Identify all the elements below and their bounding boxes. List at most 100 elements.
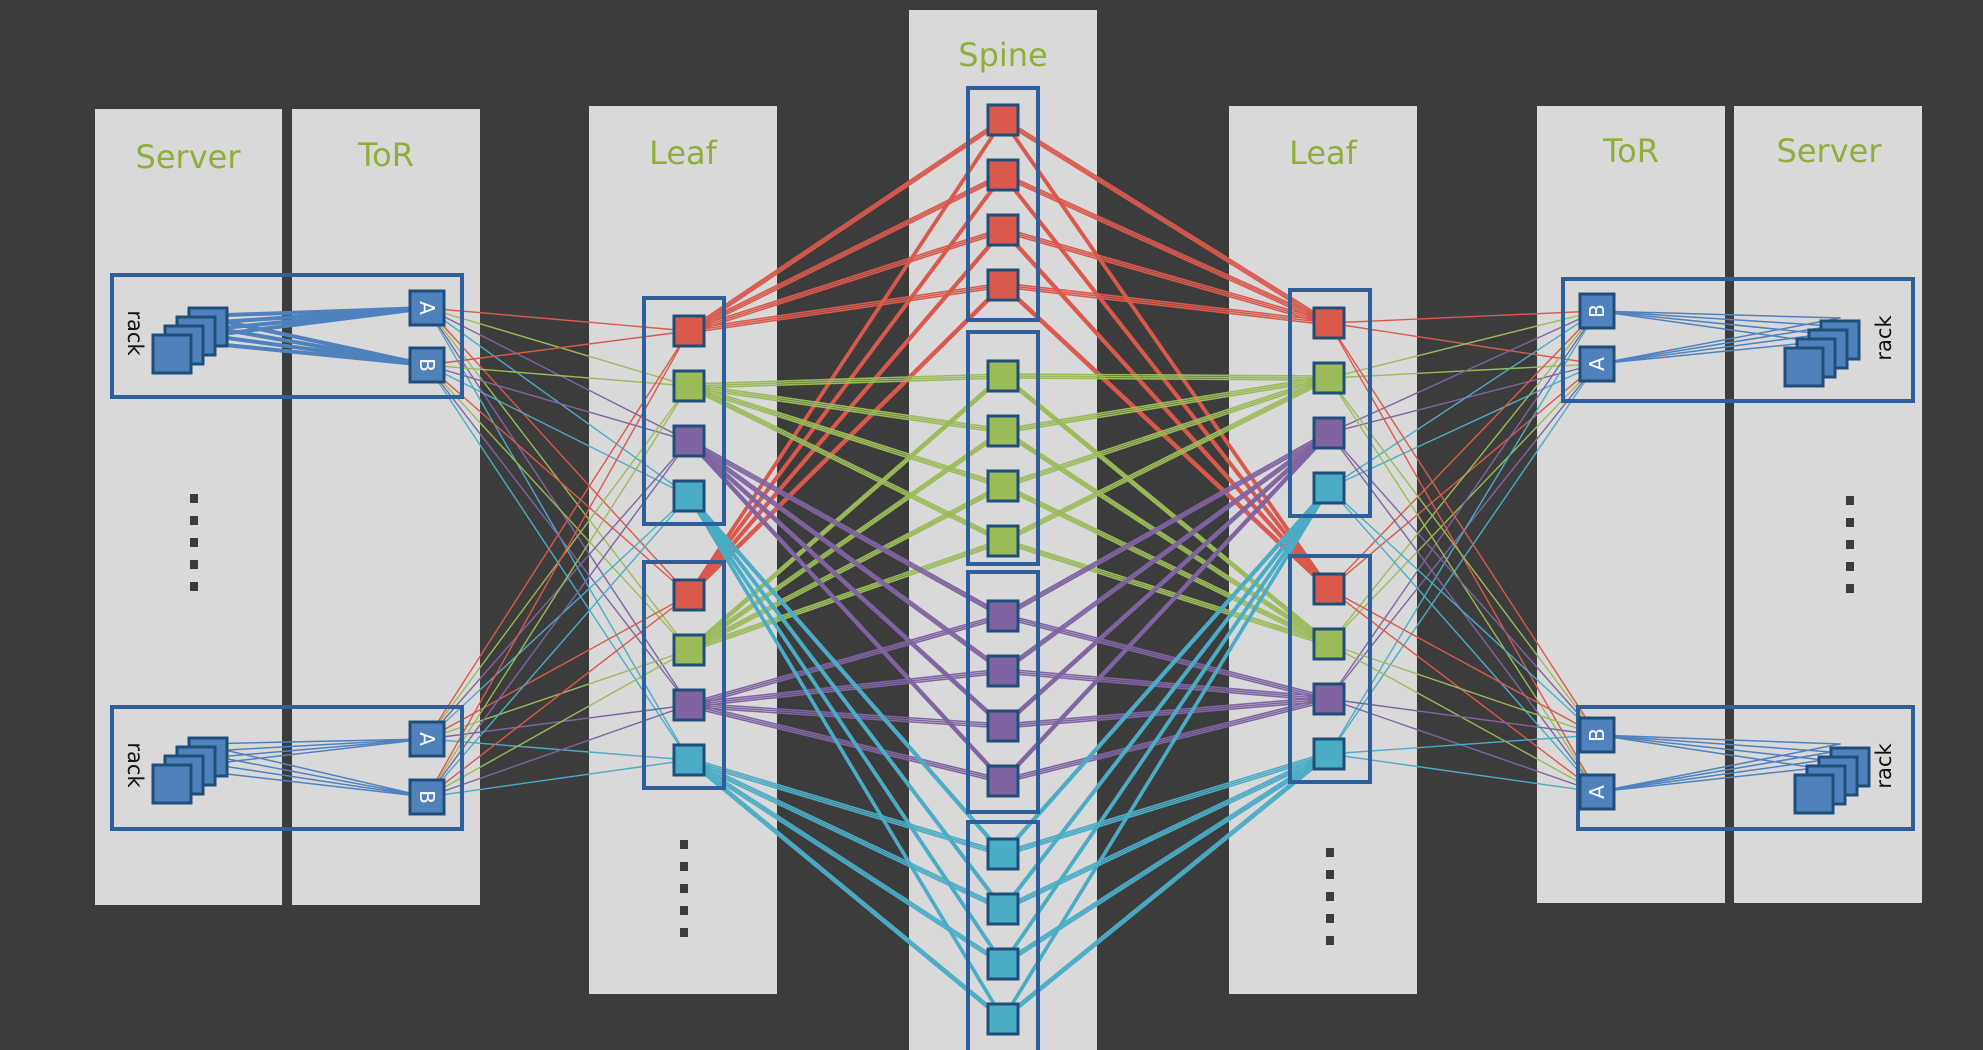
ellipsis-dot — [190, 582, 198, 591]
spine-leaf-link — [688, 117, 1004, 330]
spine-leaf-link — [1002, 117, 1330, 588]
spine-leaf-link — [1002, 172, 1330, 588]
spine-leaf-link — [688, 495, 1004, 855]
spine-switch — [986, 709, 1020, 743]
spine-leaf-link — [688, 284, 1004, 596]
rack-label: rack — [123, 742, 147, 788]
spine-leaf-link — [688, 759, 1004, 965]
spine-leaf-link — [688, 121, 1004, 334]
spine-leaf-link — [1002, 119, 1330, 590]
spine-leaf-link — [1002, 487, 1330, 647]
spine-leaf-link — [1002, 434, 1330, 619]
tor-switch-b — [408, 778, 446, 816]
spine-switch — [986, 764, 1020, 798]
ellipsis-dot — [1326, 892, 1334, 901]
spine-leaf-link — [1002, 432, 1330, 617]
ellipsis-dot — [1326, 914, 1334, 923]
ellipsis-dot — [190, 494, 198, 503]
spine-leaf-link — [688, 497, 1004, 1022]
spine-switch — [986, 359, 1020, 393]
tor-leaf-link — [1328, 310, 1598, 379]
spine-leaf-link — [688, 119, 1004, 596]
leaf-switch — [672, 688, 706, 722]
leaf-switch — [672, 743, 706, 777]
spine-leaf-link — [1002, 176, 1330, 326]
spine-leaf-link — [1002, 753, 1330, 910]
spine-group-frame — [966, 570, 1040, 814]
ellipsis-dot — [1326, 936, 1334, 945]
server-tor-link — [1596, 325, 1833, 365]
spine-leaf-link — [1002, 379, 1330, 489]
tor-leaf-link — [1328, 310, 1598, 489]
server-tor-link — [1596, 310, 1817, 343]
leaf-group-frame — [642, 560, 726, 790]
rack-frame — [110, 273, 464, 399]
spine-leaf-link — [688, 757, 1004, 1018]
tor-leaf-link — [1328, 753, 1598, 793]
spine-leaf-link — [1002, 282, 1330, 588]
spine-leaf-link — [1002, 227, 1330, 588]
server-right-title: Server — [1777, 132, 1883, 170]
leaf-switch — [1312, 737, 1346, 771]
spine-leaf-link — [1002, 434, 1330, 674]
tor-left-title: ToR — [357, 136, 414, 174]
server-tor-link — [1596, 734, 1833, 753]
spine-leaf-link — [688, 761, 1004, 1022]
spine-leaf-link — [1002, 696, 1330, 725]
leaf-switch — [672, 633, 706, 667]
server-tor-link — [1596, 743, 1841, 793]
server-tor-link — [1596, 751, 1833, 793]
spine-leaf-link — [1002, 377, 1330, 381]
spine-leaf-link — [688, 373, 1004, 649]
tor-leaf-link — [1328, 643, 1598, 736]
rack-frame — [110, 705, 464, 831]
spine-leaf-link — [1002, 700, 1330, 729]
spine-leaf-link — [1002, 428, 1330, 643]
spine-leaf-link — [688, 702, 1004, 725]
server-tor-link — [1596, 734, 1817, 769]
spine-leaf-link — [1002, 751, 1330, 963]
server-stack — [1783, 346, 1825, 388]
spine-leaf-link — [688, 497, 1004, 912]
spine-leaf-link — [1002, 755, 1330, 912]
ellipsis-dot — [680, 840, 688, 849]
spine-leaf-link — [688, 438, 1004, 615]
spine-leaf-link — [1002, 121, 1330, 326]
spine-leaf-link — [688, 670, 1004, 706]
spine-leaf-link — [1002, 755, 1330, 857]
tor-switch-a-label: A — [1585, 785, 1609, 799]
spine-leaf-link — [688, 497, 1004, 967]
server-tor-link — [1596, 767, 1817, 793]
server-stack — [1793, 773, 1835, 815]
spine-leaf-link — [1002, 489, 1330, 967]
rack-label: rack — [1872, 315, 1896, 361]
spine-leaf-link — [1002, 487, 1330, 855]
spine-leaf-link — [688, 704, 1004, 727]
server-tor-link — [1596, 333, 1825, 365]
spine-leaf-link — [688, 442, 1004, 784]
spine-leaf-link — [1002, 489, 1330, 912]
tor-left-panel — [292, 109, 480, 905]
server-tor-link — [190, 751, 428, 798]
spine-switch — [986, 947, 1020, 981]
spine-switch — [986, 1002, 1020, 1036]
server-tor-link — [197, 306, 429, 318]
spine-leaf-link — [1002, 117, 1330, 322]
tor-leaf-link — [1328, 432, 1598, 736]
spine-leaf-link — [688, 428, 1004, 649]
leaf-switch — [672, 424, 706, 458]
server-tor-link — [1596, 734, 1841, 745]
server-tor-link — [1596, 759, 1825, 793]
tor-leaf-link — [1328, 310, 1598, 755]
ellipsis-dot — [1326, 848, 1334, 857]
tor-leaf-link — [1328, 310, 1598, 434]
spine-leaf-link — [1002, 284, 1330, 590]
server-tor-link — [198, 743, 428, 798]
spine-leaf-link — [1002, 755, 1330, 967]
spine-leaf-link — [688, 442, 1004, 674]
spine-leaf-link — [1002, 485, 1330, 853]
spine-leaf-link — [688, 759, 1004, 855]
server-tor-link — [198, 738, 428, 745]
